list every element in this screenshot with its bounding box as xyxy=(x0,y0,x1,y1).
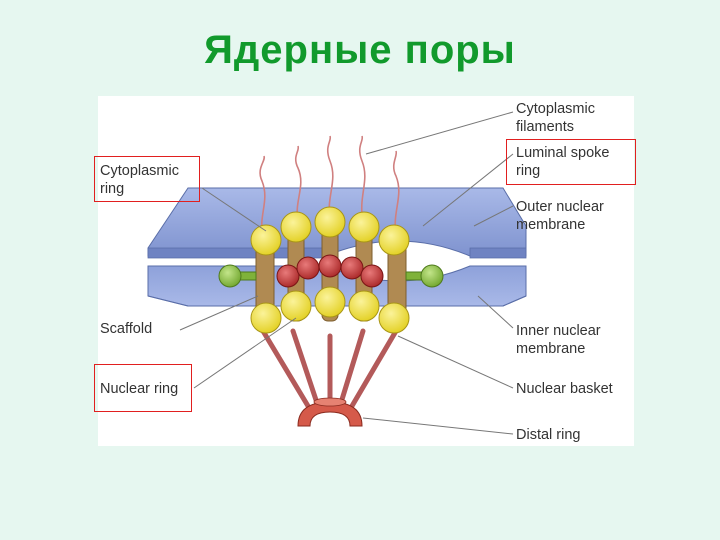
nuclear-ring-subunits xyxy=(250,286,410,334)
central-red-subunits xyxy=(276,254,384,288)
label-cytoplasmic-filaments: Cytoplasmic filaments xyxy=(516,101,595,135)
nuclear-pore-diagram xyxy=(147,111,527,435)
nuclear-basket-filaments xyxy=(260,328,399,409)
cytoplasmic-filaments xyxy=(259,135,400,237)
luminal-spoke-knobs xyxy=(218,264,444,288)
label-nuclear-ring: Nuclear ring xyxy=(100,381,179,397)
distal-ring-shape xyxy=(297,397,363,427)
slide-title: Ядерные поры xyxy=(204,28,516,72)
highlight-box-nuclear-ring xyxy=(94,364,192,412)
label-luminal-spoke-ring: Luminal spoke ring xyxy=(516,145,610,179)
highlight-box-luminal-spoke-ring xyxy=(506,139,636,185)
leader-lines xyxy=(179,111,514,435)
label-nuclear-basket: Nuclear basket xyxy=(516,381,613,397)
label-cytoplasmic-ring: Cytoplasmic ring xyxy=(100,163,179,197)
highlight-box-cytoplasmic-ring xyxy=(94,156,200,202)
label-outer-nuclear-membrane: Outer nuclear membrane xyxy=(516,199,604,233)
nuclear-pore-figure: Cytoplasmic filaments Luminal spoke ring… xyxy=(94,96,636,446)
cytoplasmic-ring-subunits xyxy=(250,206,410,256)
label-inner-nuclear-membrane: Inner nuclear membrane xyxy=(516,323,601,357)
label-distal-ring: Distal ring xyxy=(516,427,581,443)
label-scaffold: Scaffold xyxy=(100,321,153,337)
